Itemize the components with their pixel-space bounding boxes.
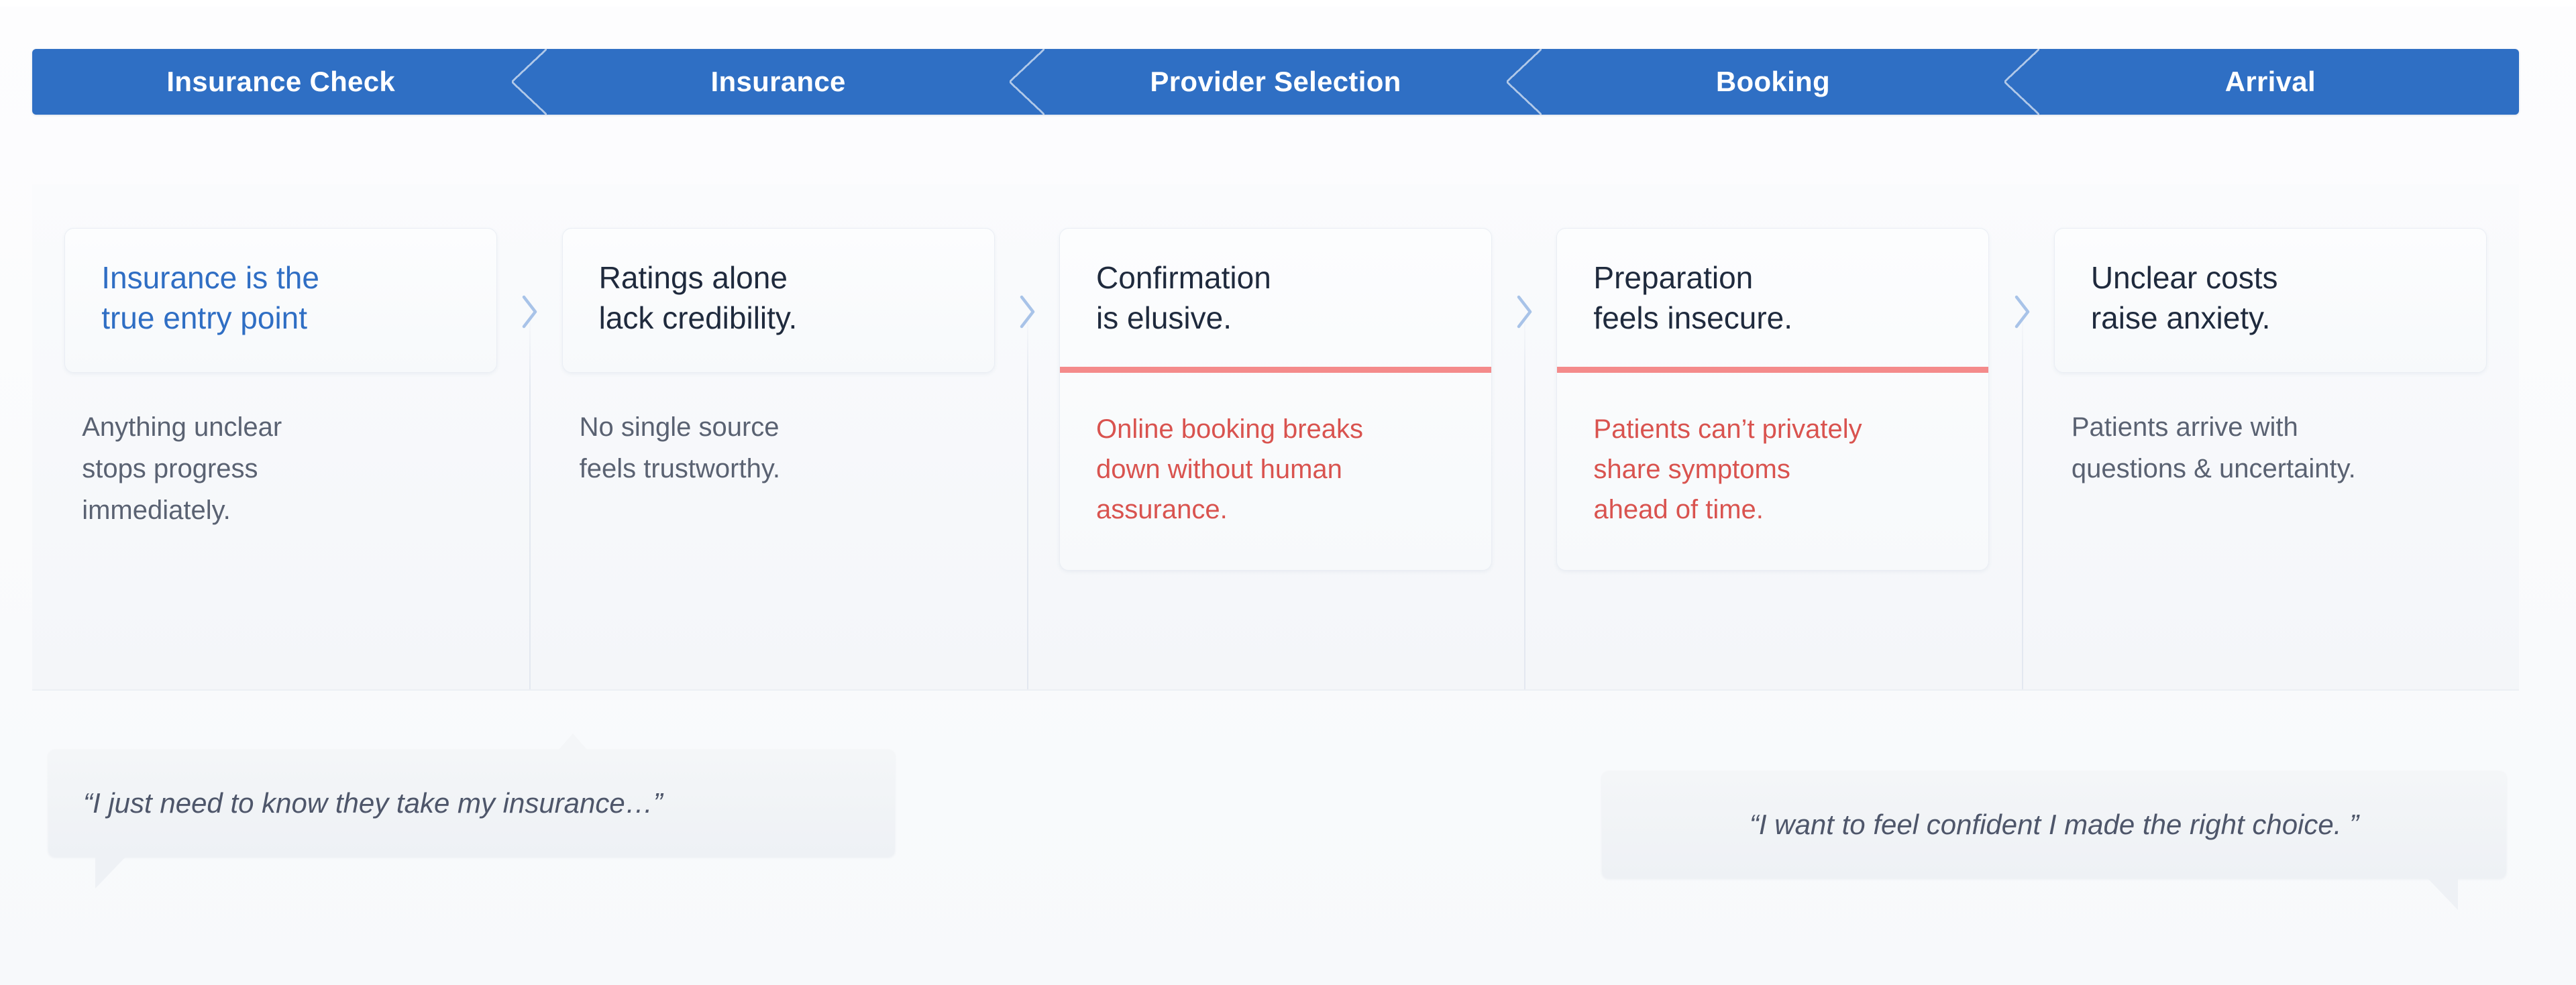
insight-card-title: Preparation feels insecure.: [1593, 260, 1793, 335]
insight-column-booking: Preparation feels insecure. Patients can…: [1517, 184, 2021, 689]
insight-supporting-text: Patients arrive with questions & uncerta…: [2071, 412, 2356, 483]
stage-label: Insurance: [710, 66, 846, 97]
insight-column-insurance: Ratings alone lack credibility. No singl…: [523, 184, 1026, 689]
alert-divider-rule: [1557, 366, 1989, 373]
quote-bubble-right: “I want to feel confident I made the rig…: [1602, 771, 2506, 910]
stage-label: Insurance Check: [166, 66, 396, 97]
insight-column-insurance-check: Insurance is the true entry point Anythi…: [32, 184, 529, 689]
bubble-tail-up: [558, 734, 588, 750]
insight-card-title: Confirmation is elusive.: [1096, 260, 1271, 335]
insight-column-arrival: Unclear costs raise anxiety. Patients ar…: [2015, 184, 2519, 689]
chevron-right-icon: [1012, 292, 1042, 332]
insight-column-provider-selection: Confirmation is elusive. Online booking …: [1020, 184, 1524, 689]
insight-panel: Insurance is the true entry point Anythi…: [32, 184, 2519, 691]
insight-card-alert[interactable]: Confirmation is elusive. Online booking …: [1059, 228, 1493, 571]
alert-divider-rule: [1060, 366, 1492, 373]
stage-progress-bar: Insurance Check Insurance Provider Selec…: [32, 49, 2519, 115]
chevron-right-icon: [2007, 292, 2037, 332]
stage-segment-insurance[interactable]: Insurance: [512, 49, 1026, 115]
insight-supporting-text: No single source feels trustworthy.: [579, 412, 780, 483]
insight-card-title: Ratings alone lack credibility.: [598, 260, 798, 335]
insight-card[interactable]: Insurance is the true entry point: [64, 228, 498, 373]
stage-segment-provider-selection[interactable]: Provider Selection: [1009, 49, 1524, 115]
insight-card[interactable]: Ratings alone lack credibility.: [561, 228, 995, 373]
insight-card-alert[interactable]: Preparation feels insecure. Patients can…: [1556, 228, 1990, 571]
stage-label: Booking: [1715, 66, 1830, 97]
bubble-tail-down: [2427, 878, 2458, 910]
quote-text: “I want to feel confident I made the rig…: [1749, 808, 2359, 840]
insight-card[interactable]: Unclear costs raise anxiety.: [2053, 228, 2487, 373]
insight-supporting-text: Anything unclear stops progress immediat…: [82, 412, 282, 525]
insight-card-title: Insurance is the true entry point: [101, 260, 319, 335]
stage-segment-arrival[interactable]: Arrival: [2004, 49, 2519, 115]
chevron-right-icon: [515, 292, 544, 332]
insight-alert-text: Patients can’t privately share symptoms …: [1593, 414, 1862, 524]
stage-segment-insurance-check[interactable]: Insurance Check: [32, 49, 529, 115]
stage-label: Provider Selection: [1150, 66, 1401, 97]
quote-text: “I just need to know they take my insura…: [83, 787, 663, 819]
chevron-right-icon: [1509, 292, 1539, 332]
top-hairline: [0, 0, 2576, 7]
stage-label: Arrival: [2224, 66, 2316, 97]
insight-card-title: Unclear costs raise anxiety.: [2090, 260, 2278, 335]
quote-bubble-left: “I just need to know they take my insura…: [48, 734, 895, 888]
bubble-tail-down: [95, 856, 126, 888]
stage-segment-booking[interactable]: Booking: [1507, 49, 2021, 115]
insight-alert-text: Online booking breaks down without human…: [1096, 414, 1364, 524]
